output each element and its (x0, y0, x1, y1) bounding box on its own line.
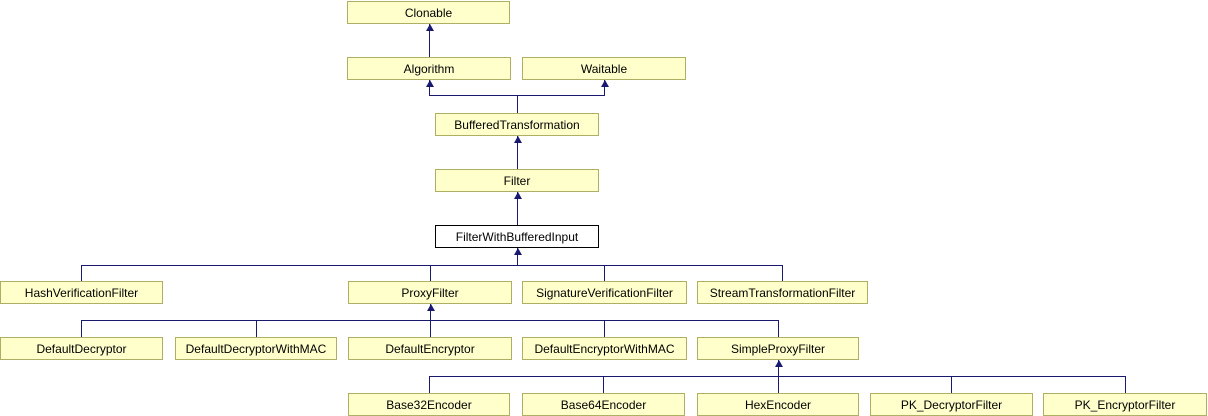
class-node-hash-verification-filter[interactable]: HashVerificationFilter (0, 281, 163, 304)
edge-buffered-transformation-up (517, 95, 518, 113)
edge-stub-pk-encryptor-filter (1125, 376, 1126, 393)
edge-stub-proxy-filter (430, 265, 431, 281)
edge-stub-hex-encoder (778, 376, 779, 393)
class-node-filter-with-buffered-input-current: FilterWithBufferedInput (435, 225, 599, 248)
edge-stub-default-decryptor-with-mac (256, 320, 257, 337)
edge-stub-pk-decryptor-filter (951, 376, 952, 393)
class-node-default-encryptor-with-mac[interactable]: DefaultEncryptorWithMAC (522, 337, 687, 360)
edge-stub-to-waitable (604, 80, 605, 96)
class-node-stream-transformation-filter[interactable]: StreamTransformationFilter (697, 281, 868, 304)
class-node-default-decryptor[interactable]: DefaultDecryptor (0, 337, 163, 360)
class-node-algorithm[interactable]: Algorithm (347, 57, 511, 80)
edge-children-to-proxy-filter (430, 304, 431, 321)
class-node-pk-encryptor-filter[interactable]: PK_EncryptorFilter (1043, 393, 1207, 416)
edge-children-to-simple-proxy-filter (778, 360, 779, 377)
edge-stub-signature-verification-filter (604, 265, 605, 281)
class-node-base64-encoder[interactable]: Base64Encoder (522, 393, 685, 416)
edge-stub-default-decryptor (81, 320, 82, 337)
class-node-pk-decryptor-filter[interactable]: PK_DecryptorFilter (870, 393, 1033, 416)
edge-rail-simple-proxy-filter-children (429, 376, 1126, 377)
edge-children-to-filter-with-buffered-input (517, 248, 518, 266)
class-node-default-decryptor-with-mac[interactable]: DefaultDecryptorWithMAC (175, 337, 337, 360)
class-node-clonable[interactable]: Clonable (347, 1, 510, 24)
class-node-base32-encoder[interactable]: Base32Encoder (348, 393, 510, 416)
edge-stub-default-encryptor-with-mac (604, 320, 605, 337)
class-node-default-encryptor[interactable]: DefaultEncryptor (348, 337, 512, 360)
edge-stub-base32-encoder (429, 376, 430, 393)
edge-filter-with-buffered-input-to-filter (517, 192, 518, 225)
edge-stub-to-algorithm (429, 80, 430, 96)
class-node-hex-encoder[interactable]: HexEncoder (697, 393, 859, 416)
edge-algorithm-to-clonable (429, 24, 430, 57)
edge-stub-hash-verification-filter (81, 265, 82, 281)
class-node-waitable[interactable]: Waitable (522, 57, 686, 80)
class-node-simple-proxy-filter[interactable]: SimpleProxyFilter (697, 337, 859, 360)
edge-rail-filter-with-buffered-input-children (81, 265, 783, 266)
class-node-proxy-filter[interactable]: ProxyFilter (348, 281, 512, 304)
edge-filter-to-buffered-transformation (517, 136, 518, 169)
edge-stub-default-encryptor (430, 320, 431, 337)
class-node-filter[interactable]: Filter (435, 169, 599, 192)
class-node-buffered-transformation[interactable]: BufferedTransformation (435, 113, 599, 136)
edge-stub-simple-proxy-filter (778, 320, 779, 337)
class-node-signature-verification-filter[interactable]: SignatureVerificationFilter (522, 281, 687, 304)
edge-stub-stream-transformation-filter (782, 265, 783, 281)
edge-stub-base64-encoder (603, 376, 604, 393)
